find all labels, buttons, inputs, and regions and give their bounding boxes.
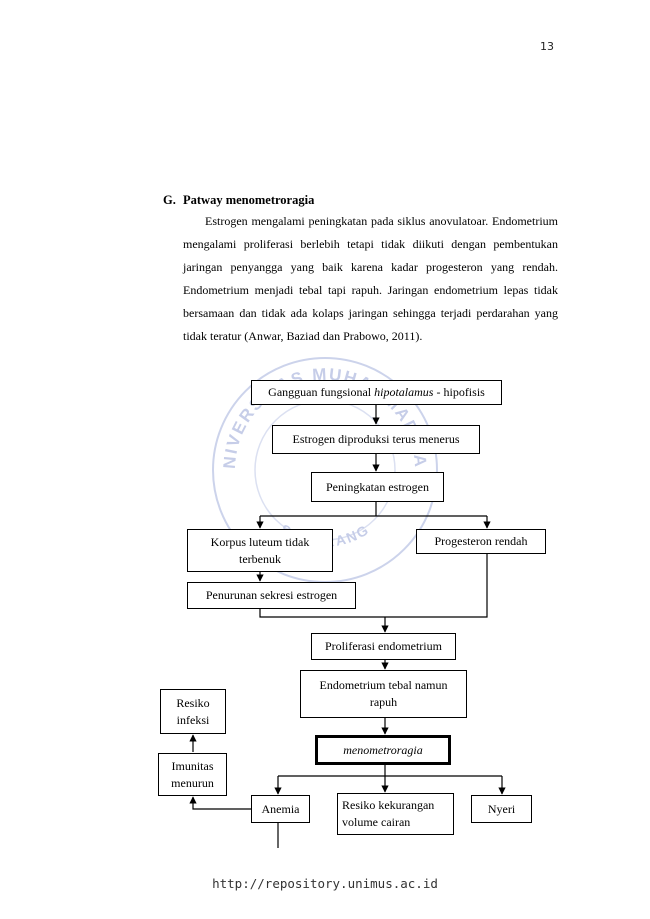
node-anemia: Anemia bbox=[251, 795, 310, 823]
node-resiko-infeksi: Resiko infeksi bbox=[160, 689, 226, 734]
node-endometrium-tebal: Endometrium tebal namun rapuh bbox=[300, 670, 467, 718]
node-progesteron-rendah: Progesteron rendah bbox=[416, 529, 546, 554]
node-peningkatan-estrogen: Peningkatan estrogen bbox=[311, 472, 444, 502]
node-imunitas-menurun: Imunitas menurun bbox=[158, 753, 227, 796]
page-number: 13 bbox=[540, 40, 554, 53]
node1-post: - hipofisis bbox=[433, 385, 485, 399]
line-penurunan-merge bbox=[259, 608, 385, 618]
node-menometroragia: menometroragia bbox=[315, 735, 451, 765]
section-letter: G. bbox=[163, 193, 176, 207]
node-proliferasi-endometrium: Proliferasi endometrium bbox=[311, 633, 456, 660]
node-estrogen-diproduksi: Estrogen diproduksi terus menerus bbox=[272, 425, 480, 454]
section-title: Patway menometroragia bbox=[183, 193, 315, 207]
node-nyeri: Nyeri bbox=[471, 795, 532, 823]
node1-pre: Gangguan fungsional bbox=[268, 385, 375, 399]
arrow-anemia-imunitas bbox=[189, 796, 251, 810]
node1-italic: hipotalamus bbox=[374, 385, 434, 399]
section-heading: G. Patway menometroragia bbox=[163, 193, 314, 208]
node-penurunan-sekresi: Penurunan sekresi estrogen bbox=[187, 582, 356, 609]
line-progesteron-merge bbox=[385, 553, 488, 618]
node-resiko-kekurangan-cairan: Resiko kekurangan volume cairan bbox=[337, 793, 454, 835]
node-gangguan-fungsional: Gangguan fungsional hipotalamus - hipofi… bbox=[251, 380, 502, 405]
footer-url: http://repository.unimus.ac.id bbox=[212, 876, 438, 891]
section-paragraph: Estrogen mengalami peningkatan pada sikl… bbox=[183, 214, 558, 343]
node-korpus-luteum: Korpus luteum tidak terbenuk bbox=[187, 529, 333, 572]
